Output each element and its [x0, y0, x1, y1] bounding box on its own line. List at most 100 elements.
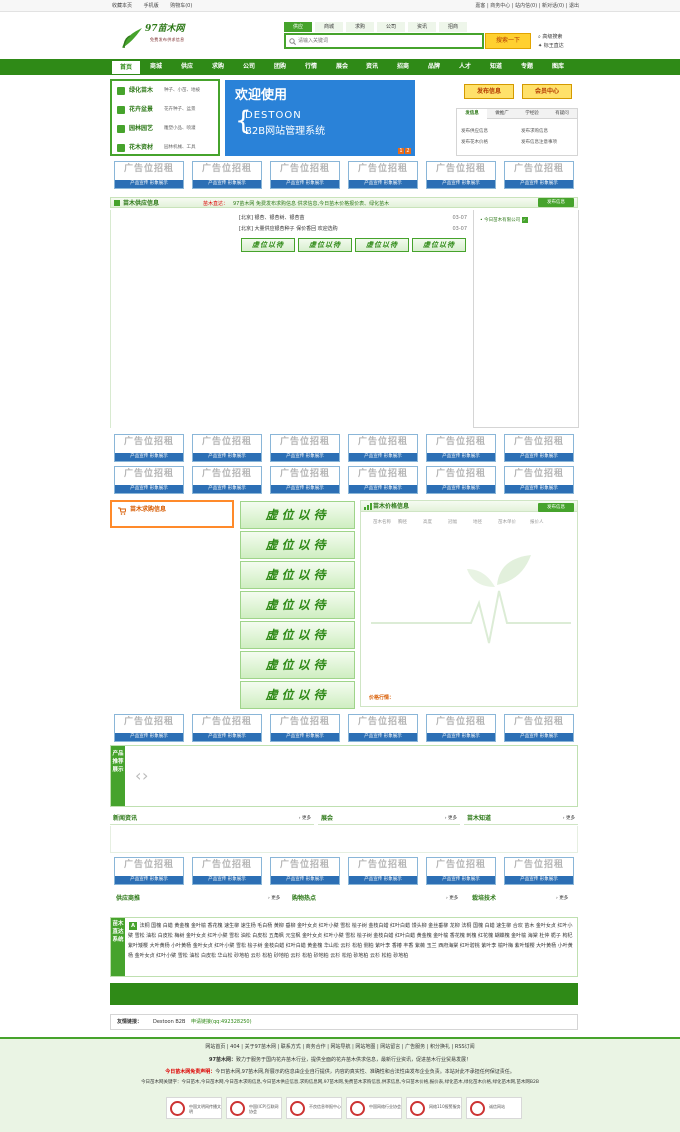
- info-link[interactable]: 发布花木价格: [461, 140, 488, 145]
- ad-slot[interactable]: 广告位招租产品宣传 形象展示: [348, 466, 418, 494]
- nav-know[interactable]: 知道: [489, 63, 502, 70]
- hotspot-more[interactable]: › 更多: [446, 896, 459, 901]
- tech-more[interactable]: › 更多: [556, 896, 569, 901]
- search-tab-buy[interactable]: 求购: [346, 22, 374, 32]
- publish-info-button[interactable]: 发布信息: [464, 84, 514, 99]
- ad-slot[interactable]: 广告位招租产品宣传 形象展示: [192, 466, 262, 494]
- ad-slot[interactable]: 广告位招租产品宣传 形象展示: [504, 434, 574, 462]
- ad-slot[interactable]: 广告位招租产品宣传 形象展示: [348, 434, 418, 462]
- nav-buy[interactable]: 求购: [211, 63, 224, 70]
- nav-news[interactable]: 资讯: [365, 63, 378, 70]
- trust-badge[interactable]: 诚信网站: [466, 1097, 522, 1119]
- chevron-right-icon[interactable]: ›: [142, 766, 149, 785]
- virtual-slot-large[interactable]: 虚位以待: [240, 501, 355, 529]
- ad-slot[interactable]: 广告位招租产品宣传 形象展示: [348, 161, 418, 189]
- company-item[interactable]: • 今日苗木有限公司 ✓: [480, 217, 528, 223]
- virtual-slot-large[interactable]: 虚位以待: [240, 681, 355, 709]
- search-button[interactable]: 搜索一下: [485, 33, 531, 49]
- supply-publish-button[interactable]: 发布信息: [538, 198, 574, 207]
- banner-page-1[interactable]: 1: [398, 148, 404, 154]
- supply-item-text[interactable]: [北京] 大量供应银杏种子 保价香回 欢迎选购: [239, 226, 338, 232]
- search-tab-supply[interactable]: 供应: [284, 22, 312, 32]
- ad-slot[interactable]: 广告位招租产品宣传 形象展示: [426, 714, 496, 742]
- tab-promote[interactable]: 做推广: [495, 111, 509, 116]
- directory-text[interactable]: 法桐 国槐 白蜡 黄金槐 金叶榆 香花槐 速生柳 速生杨 毛白杨 黄柳 垂柳 金…: [128, 923, 573, 959]
- ad-slot[interactable]: 广告位招租产品宣传 形象展示: [270, 466, 340, 494]
- nav-home[interactable]: 首页: [111, 60, 141, 75]
- nav-mall[interactable]: 商城: [149, 63, 162, 70]
- ad-slot[interactable]: 广告位招租产品宣传 形象展示: [114, 714, 184, 742]
- trust-badge[interactable]: 不良信息举报中心: [286, 1097, 342, 1119]
- search-input[interactable]: [298, 35, 478, 47]
- directory-keywords[interactable]: A 法桐 国槐 白蜡 黄金槐 金叶榆 香花槐 速生柳 速生杨 毛白杨 黄柳 垂柳…: [128, 921, 576, 961]
- virtual-slot-large[interactable]: 虚位以待: [240, 651, 355, 679]
- virtual-slot[interactable]: 虚位以待: [412, 238, 466, 252]
- category-item[interactable]: 绿化苗木 种子、小苗、地被: [117, 86, 217, 96]
- favorite-link[interactable]: 收藏本页: [112, 3, 133, 9]
- expo-more[interactable]: › 更多: [444, 816, 457, 821]
- apply-link[interactable]: 申请链接(qq:492328250): [191, 1019, 252, 1025]
- top-rank-link[interactable]: 标王直达: [543, 43, 564, 49]
- member-center-button[interactable]: 会员中心: [522, 84, 572, 99]
- nav-group[interactable]: 团购: [273, 63, 286, 70]
- ad-slot[interactable]: 广告位招租产品宣传 形象展示: [504, 161, 574, 189]
- info-link[interactable]: 发布供应信息: [461, 129, 488, 134]
- nav-invest[interactable]: 招商: [396, 63, 409, 70]
- footer-nav[interactable]: 网站首页 | 404 | 关于97苗木网 | 联系方式 | 商务合作 | 网站导…: [205, 1044, 475, 1050]
- search-tab-mall[interactable]: 商城: [315, 22, 343, 32]
- friend-link[interactable]: Destoon B2B: [153, 1019, 186, 1025]
- site-logo[interactable]: 97苗木网 免费发布供求信息: [118, 20, 198, 54]
- ad-slot[interactable]: 广告位招租产品宣传 形象展示: [192, 714, 262, 742]
- trust-badge[interactable]: 中国(ICP)互联网协会: [226, 1097, 282, 1119]
- info-link[interactable]: 发布求购信息: [521, 129, 548, 134]
- virtual-slot-large[interactable]: 虚位以待: [240, 591, 355, 619]
- virtual-slot[interactable]: 虚位以待: [241, 238, 295, 252]
- ad-slot[interactable]: 广告位招租产品宣传 形象展示: [192, 434, 262, 462]
- search-tab-invest[interactable]: 招商: [439, 22, 467, 32]
- nav-quote[interactable]: 行情: [304, 63, 317, 70]
- more-label[interactable]: 更多: [449, 896, 459, 901]
- know-more[interactable]: › 更多: [562, 816, 575, 821]
- ad-slot[interactable]: 广告位招租产品宣传 形象展示: [270, 161, 340, 189]
- more-label[interactable]: 更多: [271, 896, 281, 901]
- virtual-slot-large[interactable]: 虚位以待: [240, 621, 355, 649]
- ad-slot[interactable]: 广告位招租产品宣传 形象展示: [504, 466, 574, 494]
- trust-badge[interactable]: 中国网络行业协会: [346, 1097, 402, 1119]
- ad-slot[interactable]: 广告位招租产品宣传 形象展示: [192, 857, 262, 885]
- ad-slot[interactable]: 广告位招租产品宣传 形象展示: [426, 161, 496, 189]
- ad-slot[interactable]: 广告位招租产品宣传 形象展示: [270, 857, 340, 885]
- tab-post[interactable]: 发信息: [457, 109, 487, 119]
- ad-slot[interactable]: 广告位招租产品宣传 形象展示: [114, 857, 184, 885]
- company-name[interactable]: 今日苗木有限公司: [484, 218, 521, 223]
- category-item[interactable]: 花卉盆景 花卉种子、盆景: [117, 105, 217, 115]
- nav-supply[interactable]: 供应: [180, 63, 193, 70]
- more-label[interactable]: 更多: [566, 816, 575, 821]
- ad-slot[interactable]: 广告位招租产品宣传 形象展示: [114, 434, 184, 462]
- trust-badge[interactable]: 网络110报警服务: [406, 1097, 462, 1119]
- nav-special[interactable]: 专题: [520, 63, 533, 70]
- mobile-link[interactable]: 手机版: [143, 3, 159, 9]
- ad-slot[interactable]: 广告位招租产品宣传 形象展示: [348, 714, 418, 742]
- virtual-slot-large[interactable]: 虚位以待: [240, 561, 355, 589]
- user-links[interactable]: 嘉客 | 商务中心 | 站内信(0) | 新对话(0) | 退出: [475, 3, 579, 9]
- trust-badge[interactable]: 中国文明网传播文明: [166, 1097, 222, 1119]
- banner-page-2[interactable]: 2: [405, 148, 411, 154]
- ad-slot[interactable]: 广告位招租产品宣传 形象展示: [270, 434, 340, 462]
- more-label[interactable]: 更多: [448, 816, 457, 821]
- news-more[interactable]: › 更多: [298, 816, 311, 821]
- nav-job[interactable]: 人才: [458, 63, 471, 70]
- search-tab-company[interactable]: 公司: [377, 22, 405, 32]
- ad-slot[interactable]: 广告位招租产品宣传 形象展示: [426, 434, 496, 462]
- tab-learn[interactable]: 学经验: [525, 111, 539, 116]
- ad-slot[interactable]: 广告位招租产品宣传 形象展示: [504, 714, 574, 742]
- ad-slot[interactable]: 广告位招租产品宣传 形象展示: [348, 857, 418, 885]
- virtual-slot[interactable]: 虚位以待: [298, 238, 352, 252]
- price-publish-button[interactable]: 发布信息: [538, 503, 574, 512]
- tab-faq[interactable]: 有疑问: [555, 111, 569, 116]
- advanced-search-link[interactable]: 高级搜索: [542, 34, 563, 40]
- category-item[interactable]: 花木资材 园林机械、工具: [117, 143, 217, 153]
- ad-slot[interactable]: 广告位招租产品宣传 形象展示: [114, 161, 184, 189]
